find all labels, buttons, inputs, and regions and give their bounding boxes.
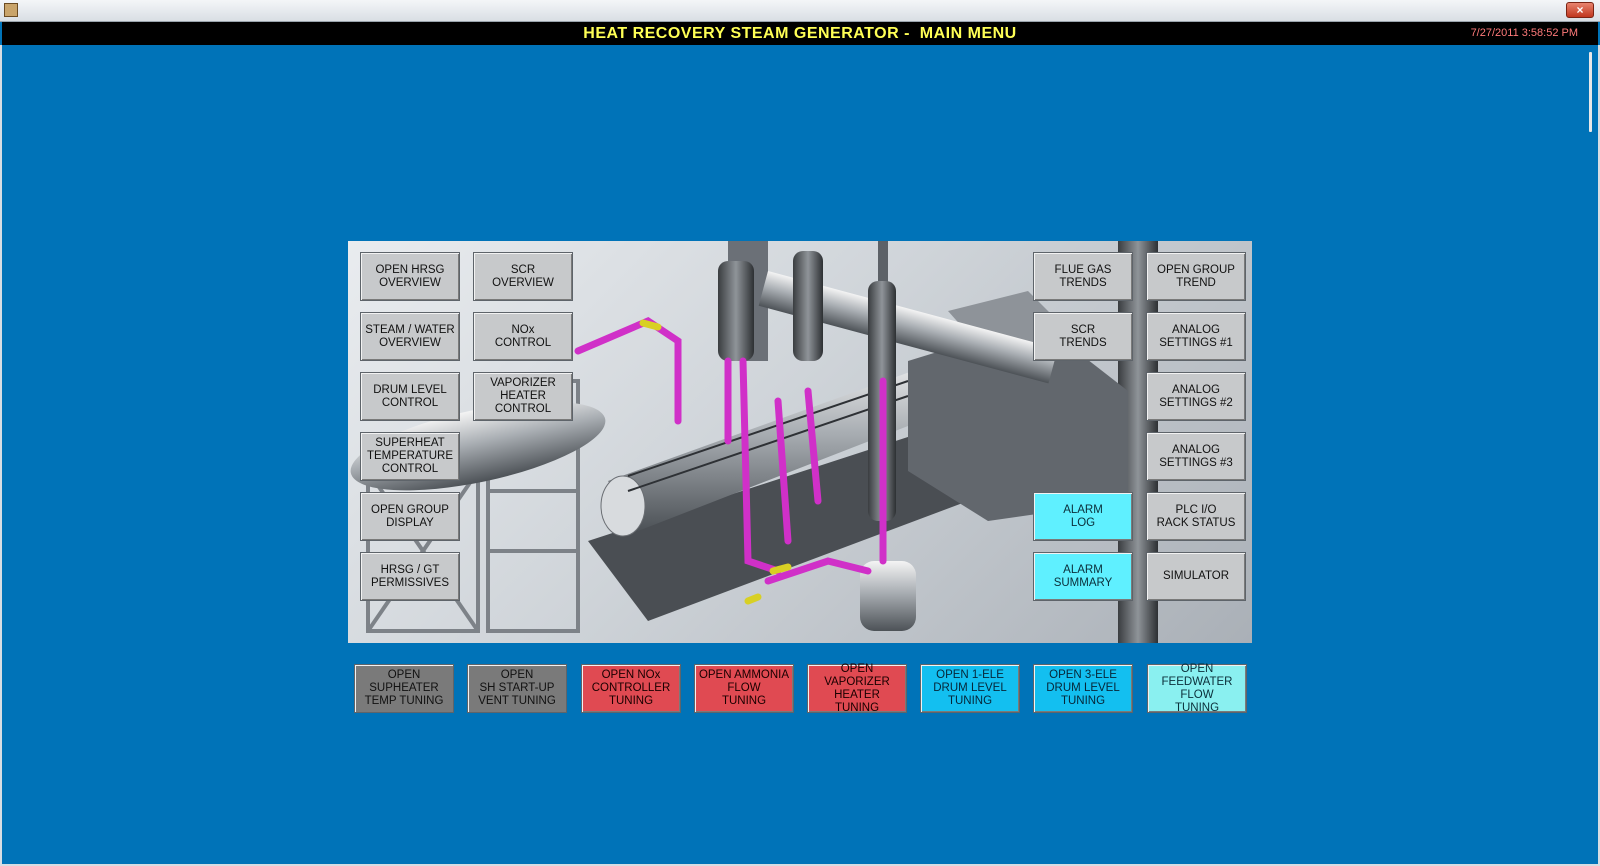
bottom-menu-button[interactable]: OPEN SH START-UP VENT TUNING (467, 664, 567, 713)
right-a-menu-button[interactable]: ALARM SUMMARY (1033, 552, 1133, 601)
right-b-menu-button[interactable]: ANALOG SETTINGS #1 (1146, 312, 1246, 361)
mid-menu-button[interactable]: SCR OVERVIEW (473, 252, 573, 301)
datetime-display: 7/27/2011 3:58:52 PM (1470, 27, 1578, 39)
left-menu-button[interactable]: HRSG / GT PERMISSIVES (360, 552, 460, 601)
page-title: HEAT RECOVERY STEAM GENERATOR - MAIN MEN… (583, 25, 1017, 42)
mid-menu-button[interactable]: VAPORIZER HEATER CONTROL (473, 372, 573, 421)
bottom-menu-button[interactable]: OPEN SUPHEATER TEMP TUNING (354, 664, 454, 713)
bottom-menu-button[interactable]: OPEN FEEDWATER FLOW TUNING (1147, 663, 1247, 714)
left-menu-button[interactable]: OPEN GROUP DISPLAY (360, 492, 460, 541)
window-border-left (0, 45, 2, 866)
right-b-menu-button[interactable]: ANALOG SETTINGS #2 (1146, 372, 1246, 421)
bottom-menu-button[interactable]: OPEN 3-ELE DRUM LEVEL TUNING (1033, 664, 1133, 713)
window-titlebar: × (0, 0, 1600, 22)
header-bar: HEAT RECOVERY STEAM GENERATOR - MAIN MEN… (2, 22, 1598, 45)
vertical-scrollbar[interactable] (1587, 46, 1596, 861)
bottom-menu-button[interactable]: OPEN VAPORIZER HEATER TUNING (807, 663, 907, 714)
app-icon[interactable] (4, 3, 18, 17)
right-a-menu-button[interactable]: ALARM LOG (1033, 492, 1133, 541)
right-b-menu-button[interactable]: SIMULATOR (1146, 552, 1246, 601)
right-a-menu-button[interactable]: FLUE GAS TRENDS (1033, 252, 1133, 301)
left-menu-button[interactable]: STEAM / WATER OVERVIEW (360, 312, 460, 361)
bottom-menu-button[interactable]: OPEN 1-ELE DRUM LEVEL TUNING (920, 664, 1020, 713)
right-b-menu-button[interactable]: PLC I/O RACK STATUS (1146, 492, 1246, 541)
left-menu-button[interactable]: DRUM LEVEL CONTROL (360, 372, 460, 421)
window-border-bottom (0, 864, 1600, 866)
window-border-right (1598, 45, 1600, 866)
left-menu-button[interactable]: SUPERHEAT TEMPERATURE CONTROL (360, 432, 460, 481)
right-b-menu-button[interactable]: OPEN GROUP TREND (1146, 252, 1246, 301)
scrollbar-thumb[interactable] (1589, 52, 1592, 132)
right-b-menu-button[interactable]: ANALOG SETTINGS #3 (1146, 432, 1246, 481)
bottom-menu-button[interactable]: OPEN NOx CONTROLLER TUNING (581, 664, 681, 713)
close-button[interactable]: × (1566, 2, 1594, 18)
mid-menu-button[interactable]: NOx CONTROL (473, 312, 573, 361)
left-menu-button[interactable]: OPEN HRSG OVERVIEW (360, 252, 460, 301)
right-a-menu-button[interactable]: SCR TRENDS (1033, 312, 1133, 361)
bottom-menu-button[interactable]: OPEN AMMONIA FLOW TUNING (694, 664, 794, 713)
